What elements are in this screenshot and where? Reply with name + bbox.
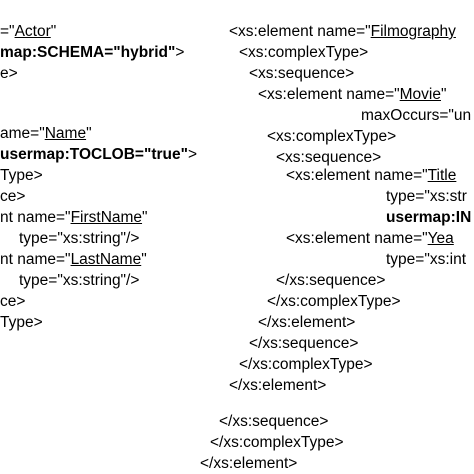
code-line: <xs:sequence> xyxy=(276,148,381,168)
underlined-name-token: Yea xyxy=(427,230,454,247)
code-line: type="xs:string"/> xyxy=(19,271,139,291)
code-token: nt name=" xyxy=(0,251,71,268)
code-token: " xyxy=(441,86,447,103)
code-token: nt name=" xyxy=(0,209,71,226)
code-token: " xyxy=(141,251,147,268)
code-line: Type> xyxy=(0,166,43,186)
code-line: ="Actor" xyxy=(0,22,56,42)
code-line: nt name="LastName" xyxy=(0,250,147,270)
code-token: </xs:sequence> xyxy=(249,335,359,352)
code-token: </xs:element> xyxy=(200,455,298,472)
code-line: <xs:complexType> xyxy=(267,127,396,147)
code-line: <xs:sequence> xyxy=(249,64,354,84)
code-line: <xs:element name="Movie" xyxy=(258,85,447,105)
code-line: type="xs:str xyxy=(386,187,467,207)
underlined-name-token: Name xyxy=(44,125,87,142)
code-line: ce> xyxy=(0,187,25,207)
code-token: <xs:element name=" xyxy=(229,23,371,40)
code-token: type="xs:str xyxy=(386,188,467,205)
code-line: ame="Name" xyxy=(0,124,92,144)
code-token: e> xyxy=(0,65,18,82)
code-line: type="xs:string"/> xyxy=(19,229,139,249)
code-token: </xs:sequence> xyxy=(276,272,386,289)
code-line: type="xs:int xyxy=(386,250,466,270)
code-token: type="xs:int xyxy=(386,251,467,268)
code-line: <xs:element name="Filmography xyxy=(229,22,456,42)
code-token: <xs:complexType> xyxy=(239,44,369,61)
code-token: </xs:complexType> xyxy=(210,434,344,451)
code-line: </xs:complexType> xyxy=(267,292,401,312)
code-token: </xs:complexType> xyxy=(239,356,373,373)
code-token: <xs:sequence> xyxy=(249,65,355,82)
code-line: usermap:IN xyxy=(386,208,471,228)
code-token: </xs:sequence> xyxy=(219,413,329,430)
code-line: map:SCHEMA="hybrid"> xyxy=(0,43,184,63)
code-line: </xs:element> xyxy=(229,376,326,396)
code-token: > xyxy=(187,146,198,163)
code-token: " xyxy=(142,209,148,226)
code-token: <xs:element name=" xyxy=(258,86,400,103)
code-line: </xs:sequence> xyxy=(249,334,358,354)
code-line: Type> xyxy=(0,313,43,333)
underlined-name-token: Title xyxy=(427,167,457,184)
code-token: ce> xyxy=(0,293,26,310)
code-token: maxOccurs="un xyxy=(361,107,472,124)
code-line: </xs:complexType> xyxy=(210,433,344,453)
code-line: maxOccurs="un xyxy=(361,106,471,126)
underlined-name-token: Filmography xyxy=(370,23,456,40)
code-token: > xyxy=(175,44,185,61)
code-token: <xs:sequence> xyxy=(276,149,382,166)
code-token: =" xyxy=(0,23,15,40)
code-line: <xs:element name="Title xyxy=(286,166,456,186)
bold-annotation-token: map:SCHEMA="hybrid" xyxy=(0,44,176,61)
code-token: Type> xyxy=(0,314,43,331)
code-line: ce> xyxy=(0,292,25,312)
code-line: </xs:complexType> xyxy=(239,355,373,375)
code-token: type="xs:string"/> xyxy=(19,272,140,289)
code-line: <xs:element name="Yea xyxy=(286,229,454,249)
code-line: nt name="FirstName" xyxy=(0,208,148,228)
underlined-name-token: Movie xyxy=(399,86,441,103)
code-token: <xs:complexType> xyxy=(267,128,397,145)
code-token: " xyxy=(50,23,57,40)
code-line: usermap:TOCLOB="true"> xyxy=(0,145,197,165)
code-token: type="xs:string"/> xyxy=(19,230,140,247)
code-line: <xs:complexType> xyxy=(239,43,368,63)
code-token: <xs:element name=" xyxy=(286,230,428,247)
code-line: </xs:element> xyxy=(258,313,355,333)
code-token: Type> xyxy=(0,167,43,184)
underlined-name-token: FirstName xyxy=(70,209,143,226)
code-token: <xs:element name=" xyxy=(286,167,428,184)
bold-annotation-token: usermap:IN xyxy=(386,209,472,226)
underlined-name-token: Actor xyxy=(14,23,51,40)
code-token: </xs:complexType> xyxy=(267,293,401,310)
code-line: e> xyxy=(0,64,18,84)
code-line: </xs:element> xyxy=(200,454,297,474)
code-line: </xs:sequence> xyxy=(219,412,328,432)
code-token: " xyxy=(86,125,92,142)
code-token: </xs:element> xyxy=(258,314,356,331)
code-token: ame=" xyxy=(0,125,45,142)
code-line: </xs:sequence> xyxy=(276,271,385,291)
code-token: ce> xyxy=(0,188,26,205)
bold-annotation-token: usermap:TOCLOB="true" xyxy=(0,146,188,163)
code-token: </xs:element> xyxy=(229,377,327,394)
underlined-name-token: LastName xyxy=(70,251,142,268)
